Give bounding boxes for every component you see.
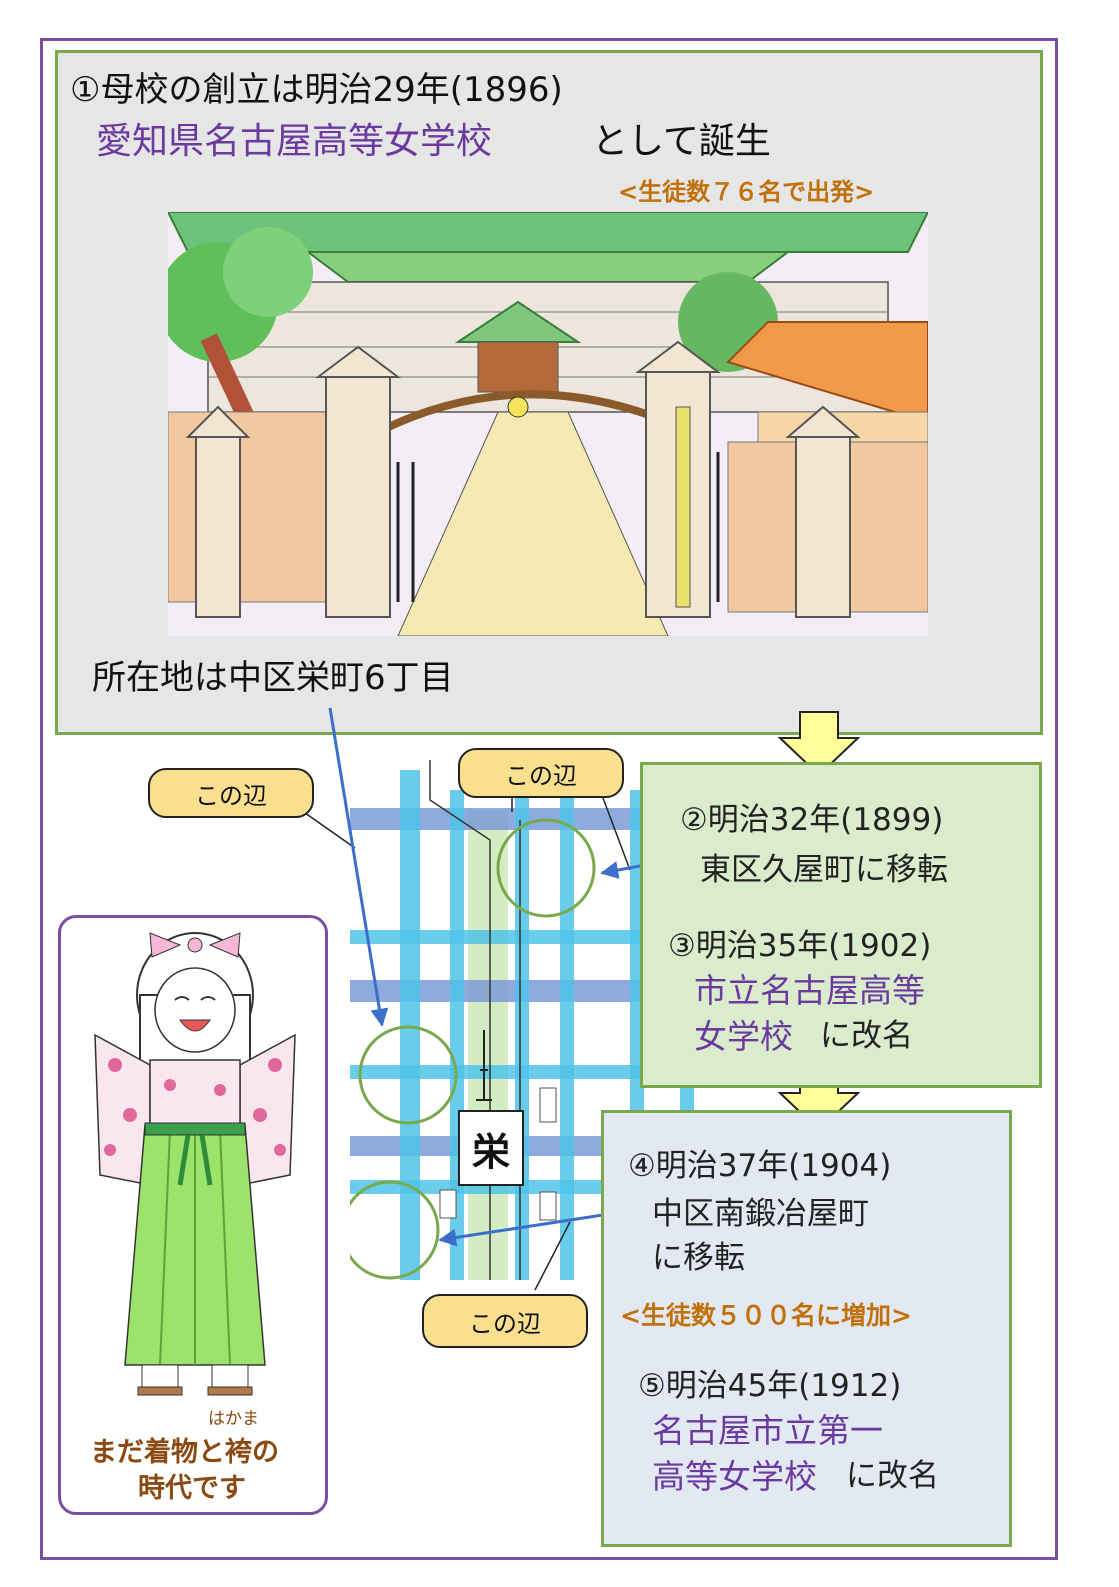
location-label: 所在地は中区栄町6丁目: [92, 658, 454, 698]
sakae-label-box: 栄: [458, 1110, 524, 1186]
item5-date: ⑤明治45年(1912): [638, 1368, 902, 1404]
page-frame: [40, 38, 1058, 1560]
callout-left: この辺: [148, 768, 314, 818]
caption-line2: 時代です: [138, 1473, 246, 1504]
item4-students: <生徒数５００名に増加>: [620, 1301, 912, 1330]
item3-name-line2: 女学校: [694, 1017, 793, 1056]
item5-name-line1: 名古屋市立第一: [652, 1411, 883, 1450]
item2-date: ②明治32年(1899): [680, 802, 944, 838]
callout-bottom: この辺: [422, 1294, 588, 1348]
founding-title: ①母校の創立は明治29年(1896): [70, 70, 563, 110]
item3-date: ③明治35年(1902): [668, 928, 932, 964]
school-name-suffix: として誕生: [592, 121, 771, 162]
callout-top: この辺: [458, 748, 624, 798]
callout-top-text: この辺: [505, 761, 577, 790]
item5-suffix: に改名: [846, 1458, 939, 1494]
caption-line1: まだ着物と袴の: [90, 1437, 279, 1468]
students-start: <生徒数７６名で出発>: [618, 178, 875, 206]
item2-text: 東区久屋町に移転: [700, 852, 948, 888]
timeline-section-2: [640, 762, 1042, 1088]
callout-left-text: この辺: [195, 781, 267, 810]
girl-in-hakama-illustration: [94, 932, 296, 1396]
school-gate-illustration: [168, 212, 928, 636]
caption-ruby: はかま: [208, 1409, 259, 1429]
item4-text-line1: 中区南鍛冶屋町: [652, 1196, 869, 1232]
timeline-section-3: [601, 1110, 1012, 1547]
item4-date: ④明治37年(1904): [628, 1148, 892, 1184]
school-name: 愛知県名古屋高等女学校: [96, 121, 493, 162]
item5-name-line2: 高等女学校: [652, 1457, 817, 1496]
item4-text-line2: に移転: [652, 1240, 745, 1276]
item3-suffix: に改名: [820, 1018, 913, 1054]
sakae-label: 栄: [471, 1129, 510, 1174]
item3-name-line1: 市立名古屋高等: [694, 971, 925, 1010]
callout-bottom-text: この辺: [469, 1309, 541, 1338]
